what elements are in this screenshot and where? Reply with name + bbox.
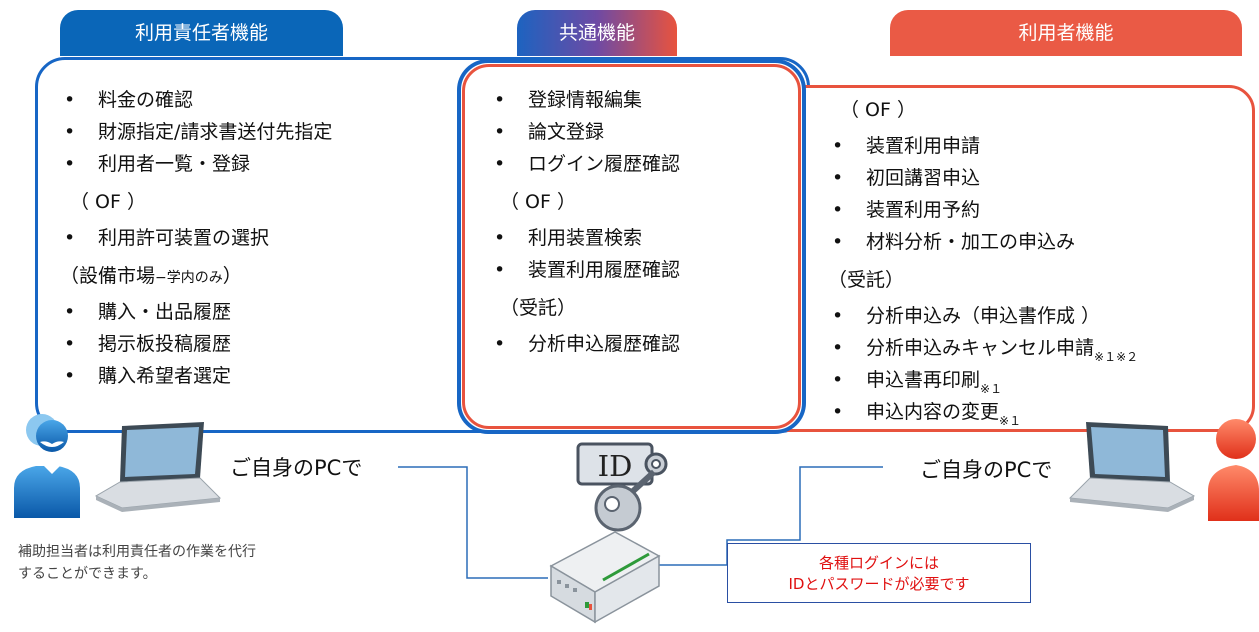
- tab-common-functions: 共通機能: [517, 10, 677, 56]
- id-key-icon: [576, 442, 668, 532]
- common-function-list: •登録情報編集 •論文登録 •ログイン履歴確認 （ OF ） •利用装置検索 •…: [488, 84, 680, 360]
- list-item: •財源指定/請求書送付先指定: [64, 121, 333, 143]
- admin-function-list: •料金の確認 •財源指定/請求書送付先指定 •利用者一覧・登録 （ OF ） •…: [58, 84, 332, 392]
- list-item: •購入・出品履歴: [64, 301, 232, 323]
- list-item: •材料分析・加工の申込み: [832, 231, 1076, 253]
- list-item: •申込書再印刷※１: [832, 369, 1003, 396]
- list-item: •利用許可装置の選択: [64, 227, 270, 249]
- list-item: •利用装置検索: [494, 227, 643, 249]
- assistant-note: 補助担当者は利用責任者の作業を代行 することができます。: [18, 544, 256, 582]
- list-item: •分析申込み（申込書作成 ）: [832, 305, 1101, 327]
- list-item: •分析申込履歴確認: [494, 333, 681, 355]
- right-pc-label: ご自身のPCで: [920, 458, 1053, 482]
- login-requirement-note: 各種ログインには IDとパスワードが必要です: [727, 543, 1031, 603]
- list-item: •論文登録: [494, 121, 605, 143]
- id-tag-label: ID: [597, 449, 633, 483]
- router-icon: [549, 531, 661, 624]
- market-section-header: （設備市場−学内のみ）: [60, 265, 242, 287]
- tab-admin-functions: 利用責任者機能: [60, 10, 343, 56]
- user-person-icon: [1208, 419, 1259, 521]
- list-item: •分析申込みキャンセル申請※１※２: [832, 337, 1139, 364]
- user-functions-panel: [757, 85, 1255, 432]
- right-laptop-icon: [1068, 422, 1196, 512]
- of-section-header: （ OF ）: [70, 191, 146, 213]
- consign-section-header: （受託）: [828, 269, 905, 291]
- of-section-header: （ OF ）: [500, 191, 576, 213]
- list-item: •装置利用履歴確認: [494, 259, 681, 281]
- left-laptop-icon: [94, 422, 222, 512]
- list-item: •ログイン履歴確認: [494, 153, 681, 175]
- consign-section-header: （受託）: [500, 297, 577, 319]
- list-item: •利用者一覧・登録: [64, 153, 251, 175]
- list-item: •登録情報編集: [494, 89, 643, 111]
- list-item: •装置利用申請: [832, 135, 981, 157]
- tab-user-functions: 利用者機能: [890, 10, 1242, 56]
- left-pc-label: ご自身のPCで: [230, 456, 363, 480]
- list-item: •初回講習申込: [832, 167, 981, 189]
- list-item: •購入希望者選定: [64, 365, 232, 387]
- admin-user-icon: [14, 414, 80, 518]
- list-item: •申込内容の変更※１: [832, 401, 1022, 428]
- list-item: •掲示板投稿履歴: [64, 333, 232, 355]
- user-function-list: （ OF ） •装置利用申請 •初回講習申込 •装置利用予約 •材料分析・加工の…: [826, 88, 1138, 428]
- list-item: •料金の確認: [64, 89, 194, 111]
- of-section-header: （ OF ）: [840, 99, 916, 121]
- common-functions-panel-inner-border: [462, 64, 801, 429]
- list-item: •装置利用予約: [832, 199, 981, 221]
